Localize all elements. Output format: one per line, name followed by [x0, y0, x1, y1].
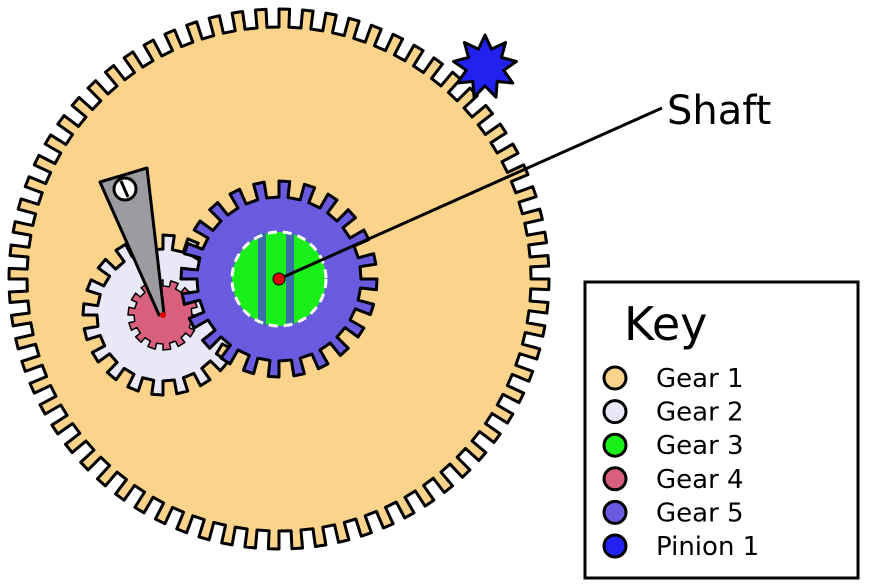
- key-label: Gear 1: [656, 364, 744, 394]
- key-item-gear-3: Gear 3: [602, 431, 744, 461]
- gear-4-arbor: [160, 312, 166, 318]
- shaft-callout-line: [278, 106, 663, 281]
- key-label: Pinion 1: [656, 532, 759, 562]
- key-label: Gear 3: [656, 431, 744, 461]
- shaft: [272, 272, 286, 286]
- key-title: Key: [624, 297, 707, 351]
- key-label: Gear 5: [656, 498, 744, 528]
- key-item-gear-4: Gear 4: [602, 465, 744, 495]
- key-label: Gear 4: [656, 465, 744, 495]
- key-label: Gear 2: [656, 398, 744, 428]
- shaft-label: Shaft: [667, 88, 771, 134]
- key-item-gear-5: Gear 5: [602, 498, 744, 528]
- key-swatch: [602, 499, 628, 525]
- lever-arm: [98, 166, 166, 317]
- key-swatch: [602, 365, 628, 391]
- key-swatch: [602, 432, 628, 458]
- key-item-gear-2: Gear 2: [602, 398, 744, 428]
- key-box: [583, 280, 860, 580]
- key-swatch: [602, 466, 628, 492]
- pinion-1: [451, 33, 519, 99]
- key-swatch: [602, 399, 628, 425]
- key-swatch: [602, 533, 628, 559]
- key-item-pinion-1: Pinion 1: [602, 532, 759, 562]
- key-item-gear-1: Gear 1: [602, 364, 744, 394]
